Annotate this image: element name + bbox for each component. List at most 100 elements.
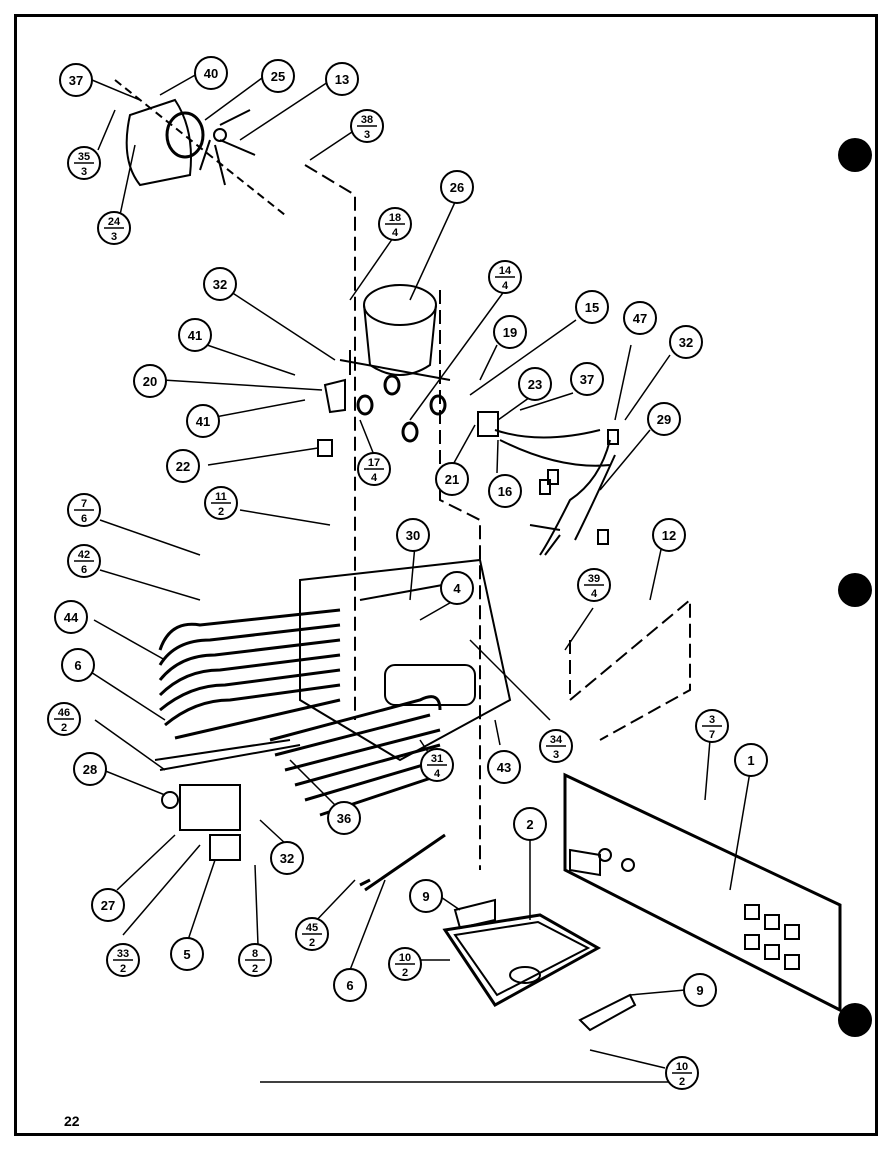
callout-number: 16 [498, 484, 512, 499]
control-box [161, 784, 241, 861]
callout-sheet-ref: 2 [402, 967, 408, 979]
callout-sheet-ref: 4 [591, 588, 598, 600]
callout-10-2: 102 [665, 1056, 699, 1090]
callout-circle [652, 518, 686, 552]
callout-44: 44 [54, 600, 88, 634]
callout-number: 21 [445, 472, 459, 487]
callout-8-2: 82 [238, 943, 272, 977]
callout-7-6: 76 [67, 493, 101, 527]
callout-28: 28 [73, 752, 107, 786]
callout-circle [261, 59, 295, 93]
callout-33-2: 332 [106, 943, 140, 977]
callout-number: 27 [101, 898, 115, 913]
callout-number: 2 [526, 817, 533, 832]
callout-sheet-ref: 3 [81, 166, 87, 178]
callout-37: 37 [59, 63, 93, 97]
callout-34-3: 343 [539, 729, 573, 763]
callout-39-4: 394 [577, 568, 611, 602]
callout-circle [440, 571, 474, 605]
callout-sheet-ref: 2 [218, 506, 224, 518]
callout-45-2: 452 [295, 917, 329, 951]
callout-circle [409, 879, 443, 913]
callout-circle [493, 315, 527, 349]
callout-circle [518, 367, 552, 401]
callout-circle [73, 752, 107, 786]
bracket-20 [323, 378, 346, 414]
callout-46-2: 462 [47, 702, 81, 736]
callout-number: 29 [657, 412, 671, 427]
callout-37: 37 [570, 362, 604, 396]
callout-number: 6 [74, 658, 81, 673]
callout-number: 47 [633, 311, 647, 326]
drain-tube [359, 833, 446, 892]
callout-sheet-ref: 3 [553, 749, 559, 761]
condenser-coil-right [269, 695, 442, 817]
callout-number: 34 [550, 734, 563, 746]
callout-23: 23 [518, 367, 552, 401]
callout-24-3: 243 [97, 211, 131, 245]
callout-sheet-ref: 4 [371, 472, 378, 484]
callout-number: 11 [215, 491, 227, 503]
callout-number: 33 [117, 948, 129, 960]
callout-number: 7 [81, 498, 87, 510]
condenser-coil-left [158, 608, 341, 740]
callout-41: 41 [186, 404, 220, 438]
callout-number: 30 [406, 528, 420, 543]
callout-sheet-ref: 3 [111, 231, 117, 243]
callout-number: 9 [422, 889, 429, 904]
callout-32: 32 [270, 841, 304, 875]
callout-circle [186, 404, 220, 438]
callout-sheet-ref: 3 [364, 129, 370, 141]
callout-17-4: 174 [357, 452, 391, 486]
callout-number: 5 [183, 947, 190, 962]
callout-sheet-ref: 2 [679, 1076, 685, 1088]
callout-circle [440, 170, 474, 204]
callout-40: 40 [194, 56, 228, 90]
callout-number: 32 [679, 335, 693, 350]
callout-number: 4 [453, 581, 461, 596]
callout-number: 46 [58, 707, 70, 719]
callout-20: 20 [133, 364, 167, 398]
callout-number: 20 [143, 374, 157, 389]
callout-sheet-ref: 4 [392, 227, 399, 239]
callout-circle [683, 973, 717, 1007]
callout-circle [194, 56, 228, 90]
callout-circle [178, 318, 212, 352]
callout-circle [513, 807, 547, 841]
punch-hole-bottom [838, 1003, 872, 1037]
page-number: 22 [64, 1113, 80, 1129]
callout-number: 10 [399, 952, 411, 964]
bracket-22 [317, 439, 333, 457]
dashed-line-a [304, 164, 356, 720]
callout-number: 32 [213, 277, 227, 292]
callout-sheet-ref: 2 [120, 963, 126, 975]
callout-number: 22 [176, 459, 190, 474]
callout-35-3: 353 [67, 146, 101, 180]
callout-number: 41 [196, 414, 210, 429]
callout-number: 35 [78, 151, 90, 163]
callout-number: 24 [108, 216, 121, 228]
callout-circle [133, 364, 167, 398]
callout-circle [270, 841, 304, 875]
callout-circle [170, 937, 204, 971]
coil-left-rods [154, 739, 301, 771]
callout-circle [333, 968, 367, 1002]
callout-4: 4 [440, 571, 474, 605]
callout-circle [327, 801, 361, 835]
callout-number: 44 [64, 610, 79, 625]
callout-47: 47 [623, 301, 657, 335]
bracket-9-lower [578, 993, 637, 1032]
drain-pan [442, 898, 602, 1007]
callout-30: 30 [396, 518, 430, 552]
callout-2: 2 [513, 807, 547, 841]
access-panel [563, 772, 842, 1013]
compressor [339, 284, 451, 443]
callout-31-4: 314 [420, 748, 454, 782]
callout-5: 5 [170, 937, 204, 971]
callout-circle [396, 518, 430, 552]
callout-circle [647, 402, 681, 436]
callout-circle [54, 600, 88, 634]
callout-25: 25 [261, 59, 295, 93]
callout-1: 1 [734, 743, 768, 777]
